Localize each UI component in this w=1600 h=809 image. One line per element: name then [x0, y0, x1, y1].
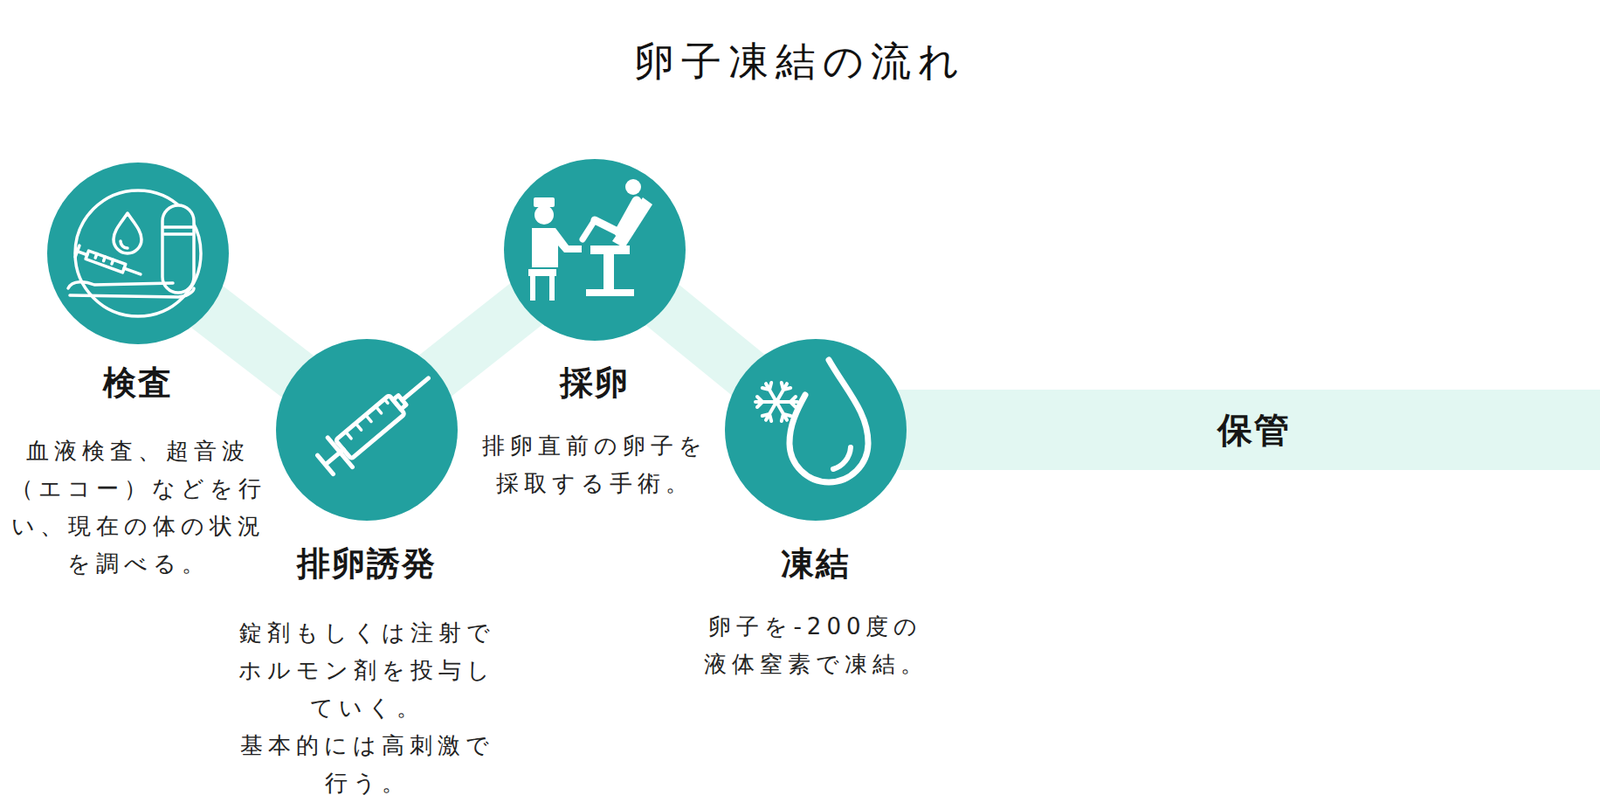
step-circle: 排卵誘発錠剤もしくは注射で ホルモン剤を投与し ていく。 基本的には高刺激で 行…	[275, 338, 458, 521]
step-description: 血液検査、超音波 （エコー）などを行 い、現在の体の状況 を調べる。	[2, 432, 274, 583]
circle-fill	[47, 162, 229, 345]
circle-shape	[275, 338, 458, 521]
step-circle: 採卵排卵直前の卵子を 採取する手術。	[503, 158, 686, 341]
flow-band	[202, 303, 303, 380]
circle-fill	[275, 338, 458, 521]
step-description: 排卵直前の卵子を 採取する手術。	[459, 427, 731, 503]
storage-band: 保管	[908, 389, 1600, 470]
flow-band	[658, 301, 753, 379]
circle-shape	[47, 162, 229, 345]
band-label: 保管	[1217, 407, 1291, 452]
diagram-title: 卵子凍結の流れ	[0, 36, 1600, 86]
step-circle: 凍結卵子を-200度の 液体窒素で凍結。	[724, 338, 907, 521]
step-heading: 採卵	[559, 361, 630, 404]
flow-band	[430, 300, 531, 380]
circle-shape	[503, 158, 686, 341]
step-description: 錠剤もしくは注射で ホルモン剤を投与し ていく。 基本的には高刺激で 行う。	[231, 613, 503, 802]
step-heading: 凍結	[780, 542, 851, 585]
step-heading: 排卵誘発	[296, 542, 437, 585]
circle-fill	[724, 338, 907, 521]
circle-shape	[724, 338, 907, 521]
circle-fill	[503, 158, 686, 341]
step-circle: 検査血液検査、超音波 （エコー）などを行 い、現在の体の状況 を調べる。	[47, 162, 229, 345]
step-heading: 検査	[103, 361, 173, 404]
step-description: 卵子を-200度の 液体窒素で凍結。	[680, 607, 952, 683]
